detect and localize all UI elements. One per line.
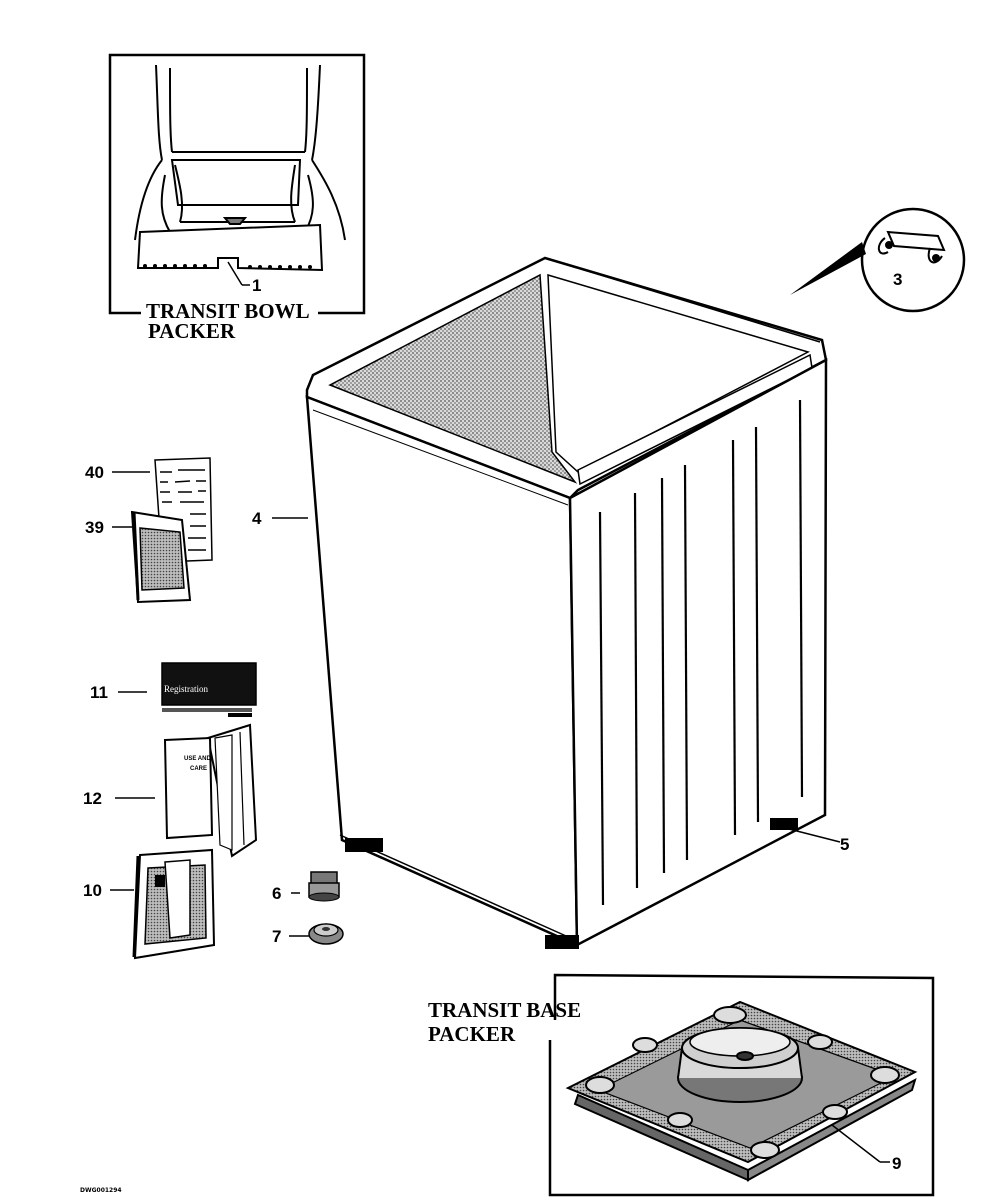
callout-5: 5 xyxy=(840,835,849,854)
part-12-use-and-care-manual: USE AND CARE 12 xyxy=(83,723,258,858)
caption-transit-bowl-line1: TRANSIT BOWL xyxy=(146,299,310,323)
part-10-literature-pack: 10 xyxy=(83,848,216,960)
registration-card-title: Registration xyxy=(164,684,208,694)
part-39-literature-pack: 39 xyxy=(85,510,192,604)
transit-base-packer-inset: TRANSIT BASE PACKER 9 xyxy=(428,973,935,1197)
caption-transit-base-line1: TRANSIT BASE xyxy=(428,998,581,1022)
transit-bowl-packer-inset: 1 TRANSIT BOWL PACKER xyxy=(108,53,366,343)
part-6-drain-cap: 6 xyxy=(272,871,340,903)
part-11-registration-card: Registration 11 xyxy=(90,662,257,717)
callout-6: 6 xyxy=(272,884,281,903)
cabinet-foot xyxy=(770,818,798,830)
cabinet-foot xyxy=(345,838,383,852)
drawing-id: DWG001294 xyxy=(80,1187,122,1194)
caption-transit-bowl-line2: PACKER xyxy=(148,319,236,343)
part-3-clip: 3 xyxy=(790,207,966,313)
bowl-packer-illustration xyxy=(134,64,346,272)
cabinet-foot xyxy=(545,935,579,949)
callout-1: 1 xyxy=(252,276,261,295)
base-inset-frame xyxy=(548,973,935,1197)
callout-10: 10 xyxy=(83,881,102,900)
part-7-washer: 7 xyxy=(272,923,344,946)
callout-9: 9 xyxy=(892,1154,901,1173)
cabinet-mesh-top xyxy=(328,273,578,484)
callout-1-leader xyxy=(227,261,243,286)
part-3-circle xyxy=(860,207,966,313)
callout-12: 12 xyxy=(83,789,102,808)
cabinet-part-4: 4 5 xyxy=(252,256,849,949)
cabinet-ribs xyxy=(598,399,804,906)
inset-frame xyxy=(108,53,366,315)
callout-5-leader xyxy=(784,827,841,843)
callout-4: 4 xyxy=(252,509,262,528)
callout-39: 39 xyxy=(85,518,104,537)
callout-40: 40 xyxy=(85,463,104,482)
callout-9-leader xyxy=(831,1124,881,1163)
caption-transit-base-line2: PACKER xyxy=(428,1022,516,1046)
callout-7: 7 xyxy=(272,927,281,946)
manual-line1: USE AND xyxy=(184,756,211,762)
base-packer-illustration xyxy=(565,1000,918,1182)
callout-3: 3 xyxy=(893,270,902,289)
packer-dots xyxy=(143,264,312,269)
pointer-wedge xyxy=(790,242,866,295)
callout-11: 11 xyxy=(90,683,108,702)
manual-line2: CARE xyxy=(190,766,207,772)
